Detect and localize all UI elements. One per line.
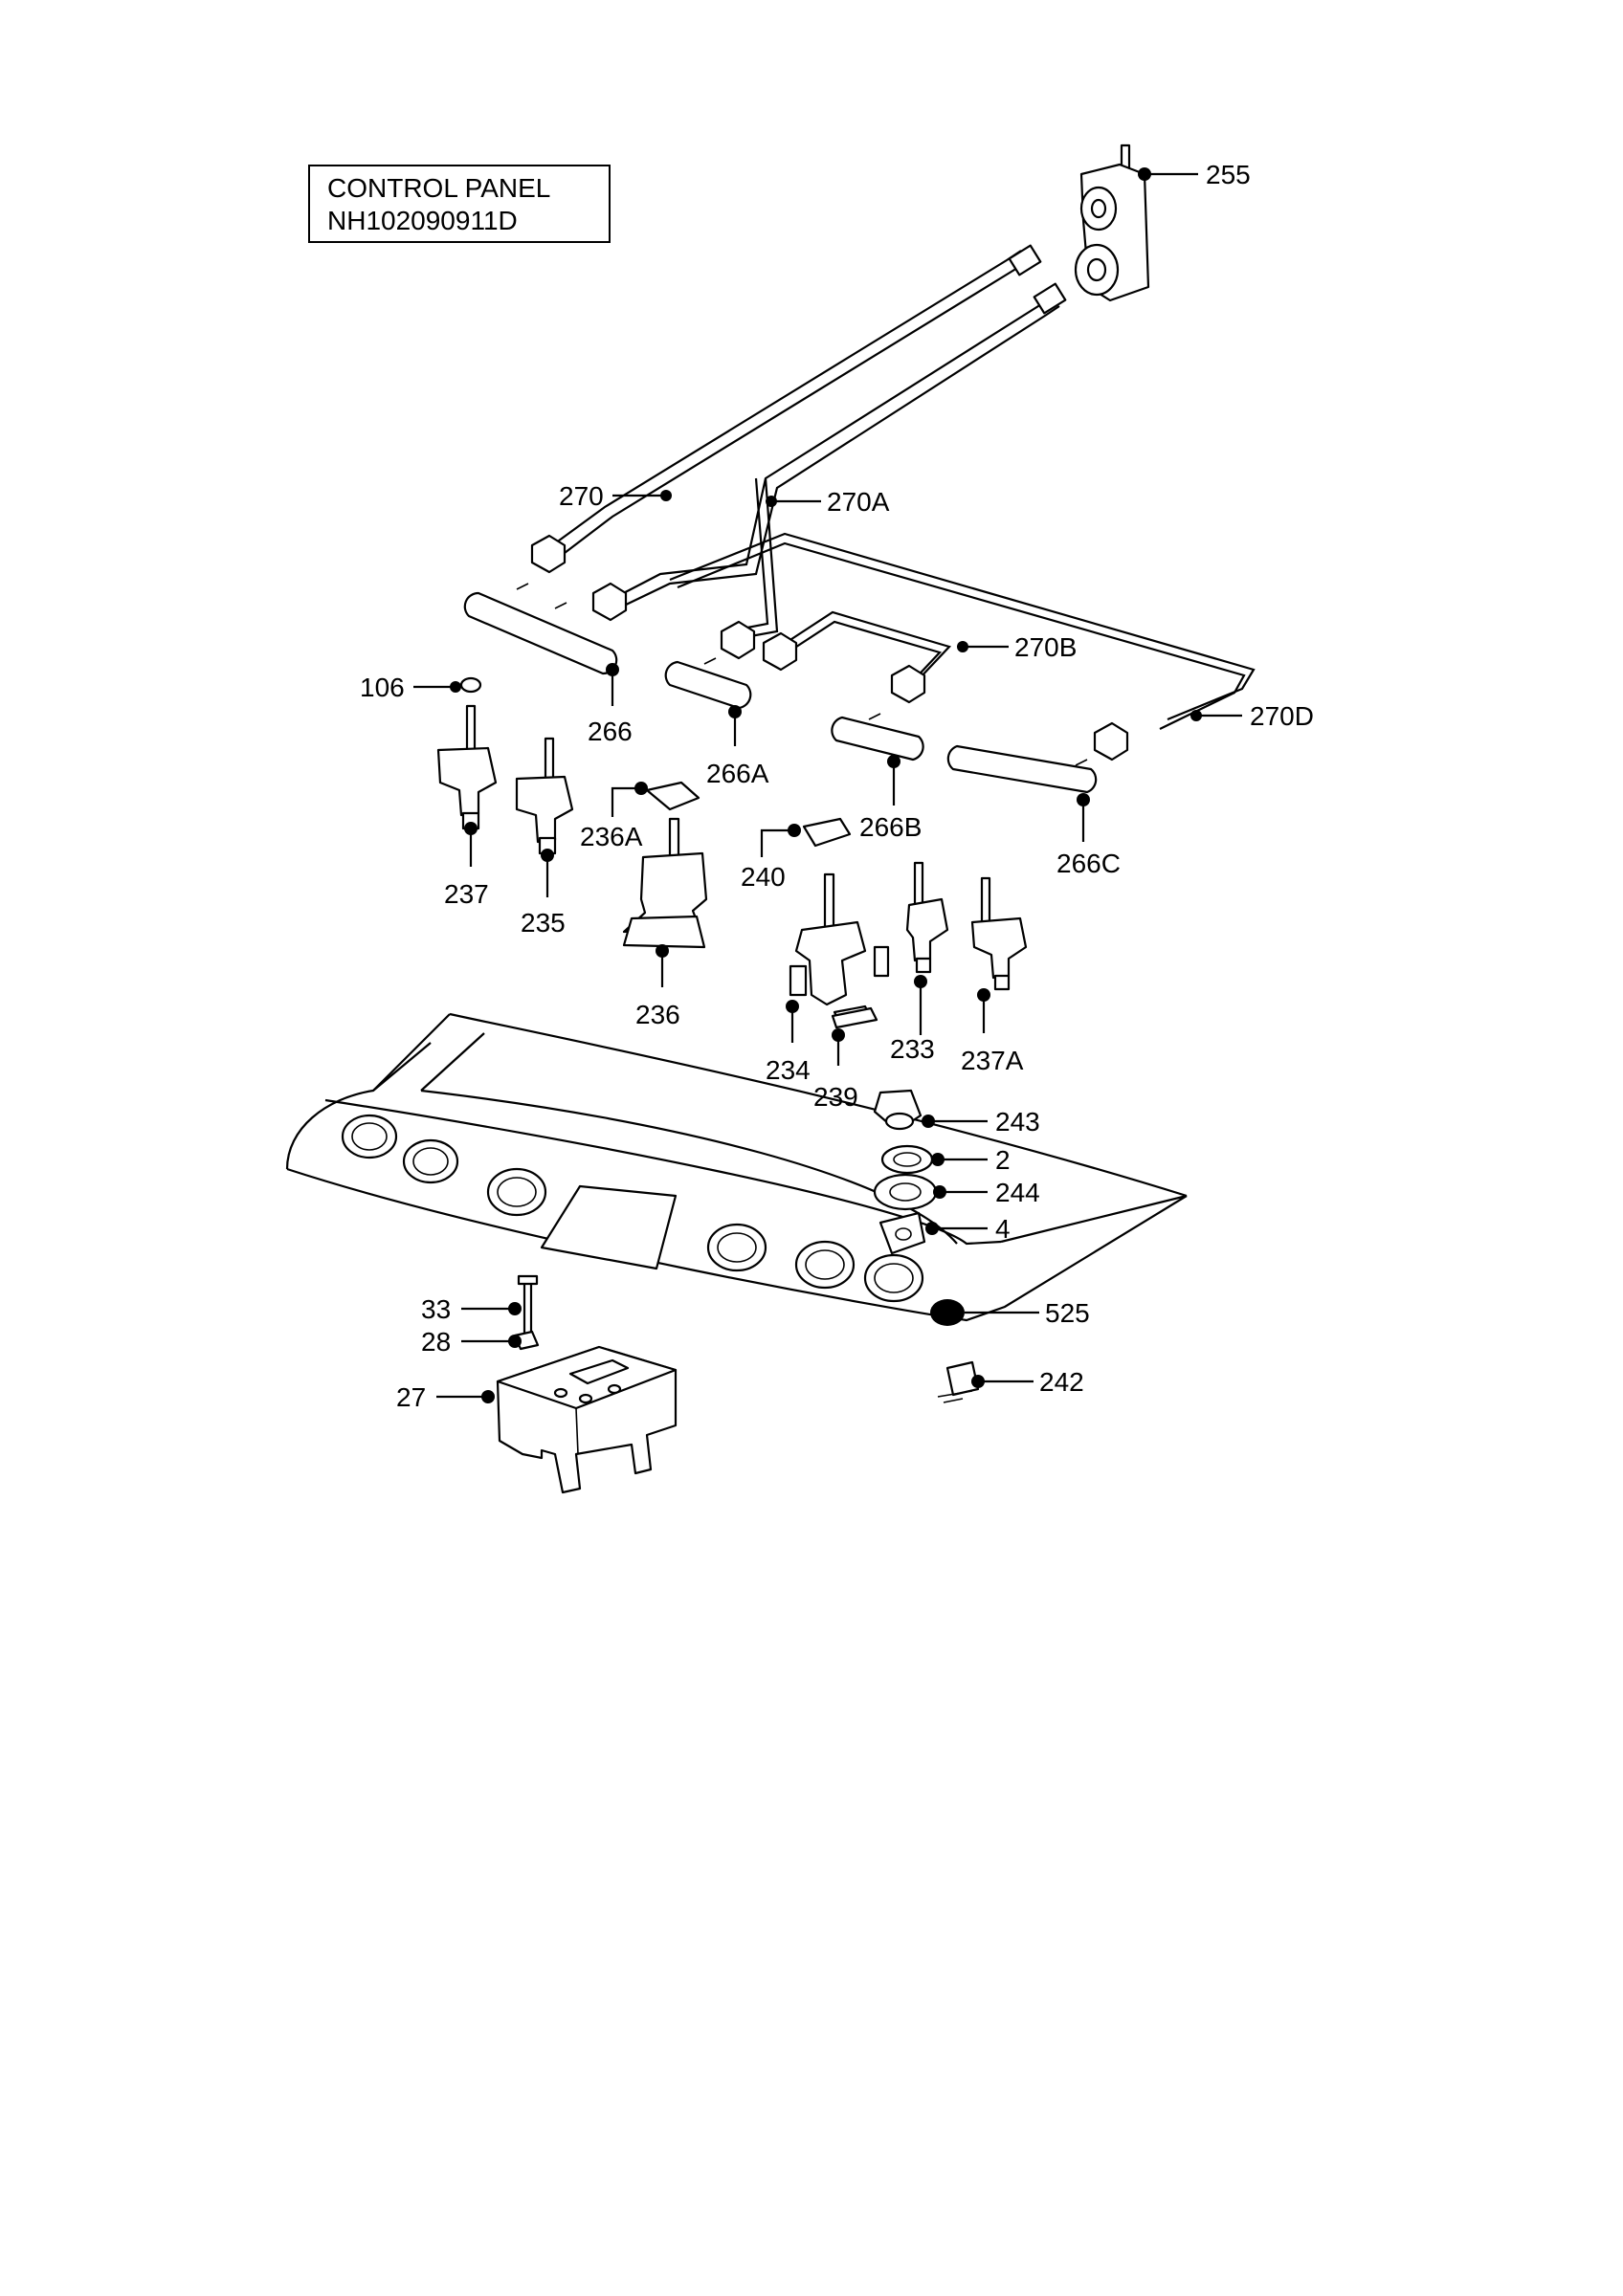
valve-block-255 — [1074, 144, 1150, 302]
callout-266C: 266C — [1056, 849, 1121, 878]
callout-237: 237 — [444, 879, 489, 909]
title-line-2: NH102090911D — [327, 206, 518, 235]
callout-27: 27 — [396, 1382, 426, 1412]
gas-pipes — [554, 244, 1256, 730]
small-parts — [459, 676, 878, 1029]
callout-240: 240 — [741, 862, 786, 892]
callout-243: 243 — [995, 1107, 1040, 1137]
callout-4: 4 — [995, 1214, 1011, 1244]
callout-layer: 255 270 270A 270B 270D 106 266 — [360, 160, 1314, 1412]
callout-239: 239 — [813, 1082, 858, 1112]
callout-525: 525 — [1045, 1298, 1090, 1328]
title-line-1: CONTROL PANEL — [327, 173, 551, 203]
timer-assembly — [496, 1274, 678, 1494]
callout-235: 235 — [521, 908, 566, 938]
callout-244: 244 — [995, 1178, 1040, 1207]
callout-270B: 270B — [1014, 632, 1077, 662]
callout-33: 33 — [421, 1294, 451, 1324]
callout-106: 106 — [360, 673, 405, 702]
callout-233: 233 — [890, 1034, 935, 1064]
callout-234: 234 — [766, 1055, 811, 1085]
pipe-nuts — [530, 534, 1129, 762]
knob-stack — [873, 1089, 938, 1255]
injector-tubes — [463, 583, 1098, 794]
callout-266: 266 — [588, 717, 633, 746]
callout-255: 255 — [1206, 160, 1251, 189]
callout-270: 270 — [559, 481, 604, 511]
gas-taps — [436, 704, 1028, 991]
main-valve-236 — [622, 781, 852, 949]
callout-28: 28 — [421, 1327, 451, 1357]
callout-236A: 236A — [580, 822, 643, 851]
callout-236: 236 — [635, 1000, 680, 1029]
callout-266B: 266B — [859, 812, 922, 842]
callout-237A: 237A — [961, 1046, 1024, 1075]
callout-270A: 270A — [827, 487, 890, 517]
callout-266A: 266A — [706, 759, 769, 788]
callout-2: 2 — [995, 1145, 1011, 1175]
callout-270D: 270D — [1250, 701, 1314, 731]
control-panel-fascia — [285, 1012, 1188, 1326]
thermostat-valve-234 — [789, 872, 890, 1026]
callout-242: 242 — [1039, 1367, 1084, 1397]
title-box: CONTROL PANEL NH102090911D — [308, 165, 611, 243]
switch-242 — [937, 1360, 980, 1403]
